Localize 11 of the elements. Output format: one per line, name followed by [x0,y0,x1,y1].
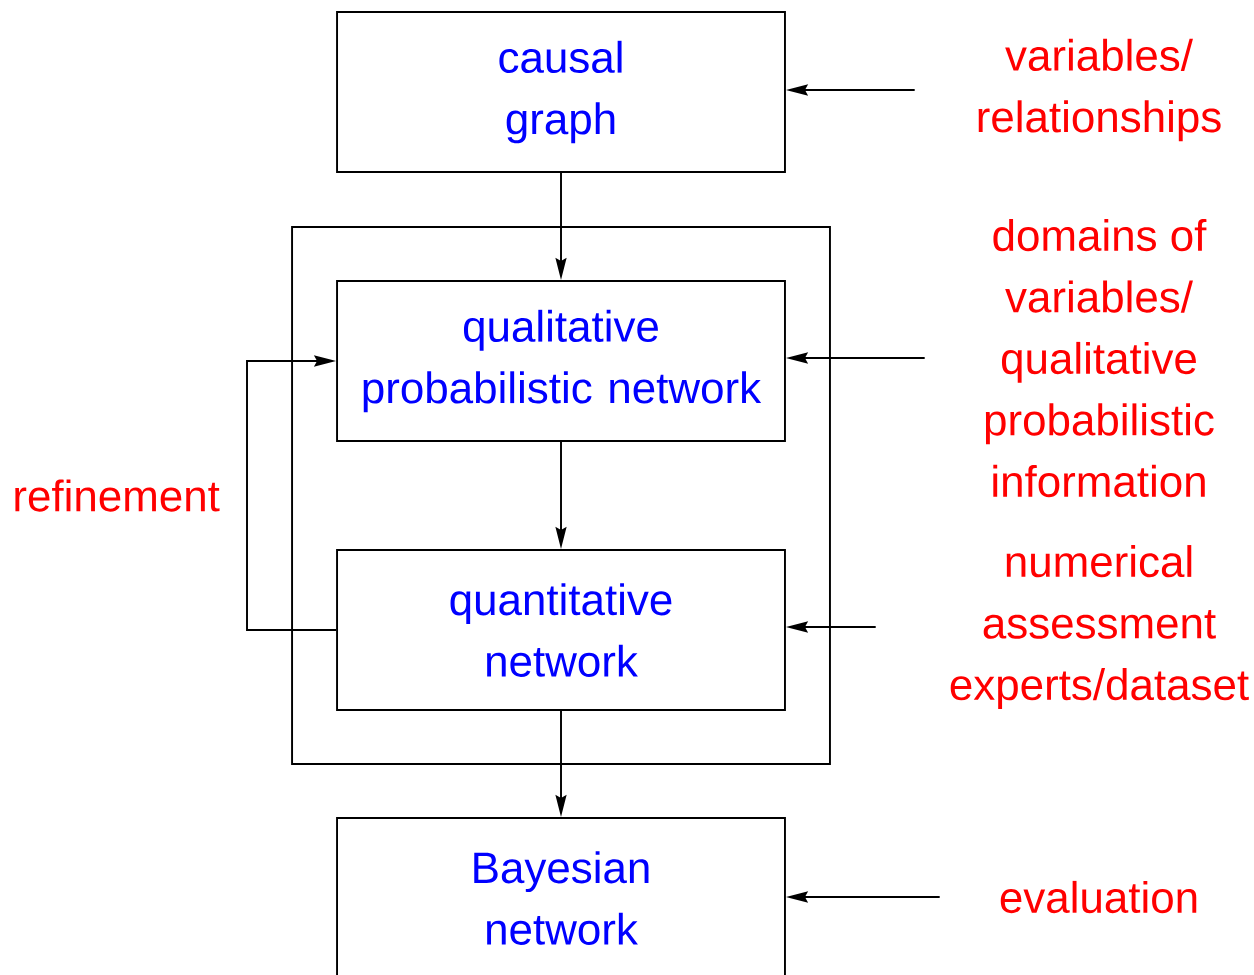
process-box: quantitative network [336,549,786,711]
input-text: evaluation [1000,880,1197,914]
process-box: qualitative probabilistic network [336,280,786,442]
group-frame [291,226,831,765]
input-text: numerical assessment experts/dataset [950,545,1249,709]
input-text: domains of variables/ qualitative probabilistic information [985,218,1214,498]
input-text: variables/ relationships [978,38,1221,142]
process-box: causal graph [336,11,786,173]
edge-label: refinement [15,479,220,512]
arrow [246,355,338,631]
process-box: Bayesian network [336,817,786,975]
